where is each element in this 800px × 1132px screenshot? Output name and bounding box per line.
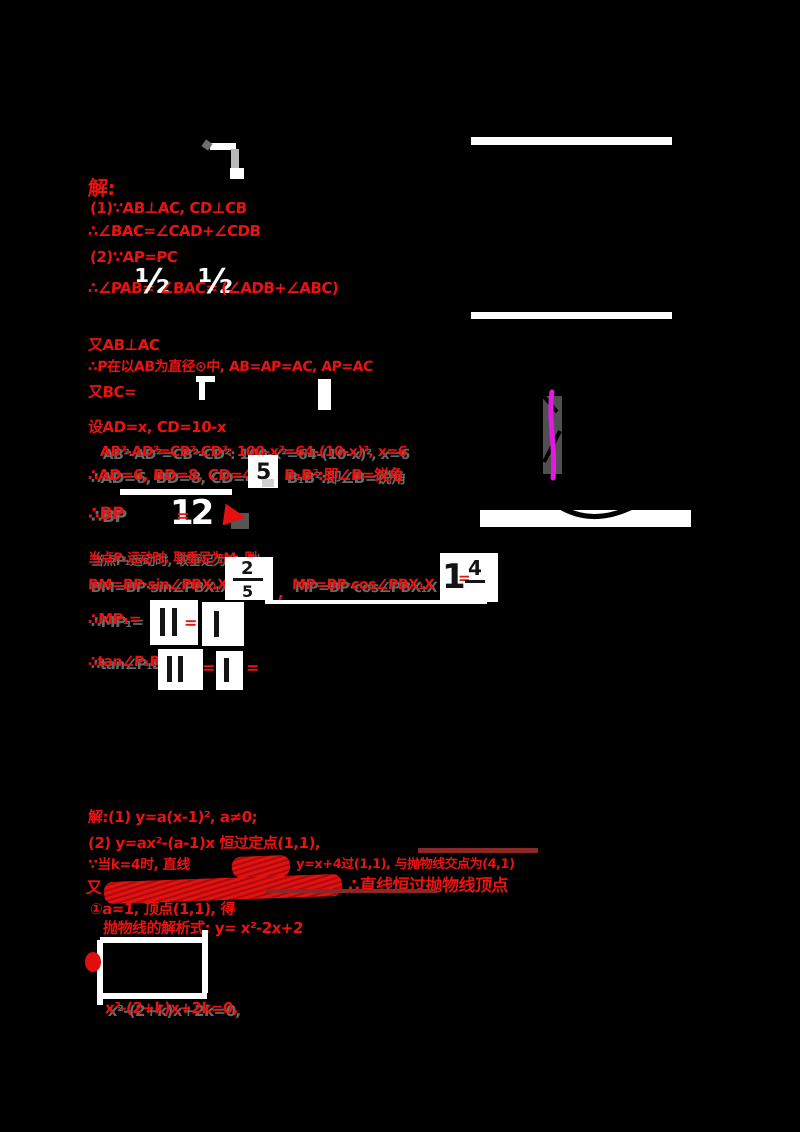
s1-line10b: B₁B²:即∠B=锐角 [283,466,404,484]
s1-line9: 设AD=x, CD=10-x [87,418,227,436]
patch2-left-digit: 1 [442,557,466,597]
white-patch-4 [202,602,244,646]
crossed-out-word [231,854,291,879]
white-box-bottom-edge [100,993,207,999]
maroon-underline-2 [265,889,437,893]
white-box-right-edge [202,930,208,993]
s1-line13a: BM=BP·sin∠PBX₁X= [87,577,240,593]
s2-line4a: 又 [85,878,103,897]
s1-line2: ∴∠BAC=∠CAD+∠CDB [87,222,261,240]
white-bar-middle [471,312,672,319]
s1-line7: 又BC= [87,383,137,401]
white-bracket-horizontal [196,376,215,382]
s1-line14a: ∴MP₁= [87,610,142,628]
s1-line6: ∴P在以AB为直径⊙中, AB=AP=AC, AP=AC [87,359,374,375]
white-fraction-denominator: 12 [170,493,214,533]
red-dot-mark [85,952,101,972]
corrected-value-5: 5 [256,460,272,485]
white-fraction-half-2: ½ [198,262,234,302]
white-fraction-bar-long [120,489,232,495]
white-dash-mark [318,379,331,410]
white-fraction-half-1: ½ [135,262,171,302]
white-patch-6 [216,651,243,690]
white-underline-streak [265,600,487,604]
patch2-fraction-bar [465,580,485,583]
obscured-digit-mark [224,658,229,682]
diagram-corner-vertical-stroke [231,149,239,170]
s2-line2: (2) y=ax²-(a-1)x 恒过定点(1,1), [87,834,321,852]
red-arrowhead [222,503,248,529]
obscured-digit-mark [167,656,172,682]
white-bracket-vertical [199,381,205,400]
white-bar-top [471,137,672,145]
maroon-underline-1 [418,848,538,853]
patch-fraction-bar [233,578,263,581]
s1-line1: (1)∵AB⊥AC, CD⊥CB [89,199,247,217]
s2-line1: 解:(1) y=a(x-1)², a≠0; [87,808,258,826]
s1-line13-comma: , [277,583,285,602]
s1-line11-label: ∴BP [87,504,125,524]
white-patch-5 [158,649,203,690]
s2-line7: x²-(2+k)x+2k=0, [104,999,239,1017]
s1-line11-equals: = [175,506,190,525]
s2-line3a: ∵当k=4时, 直线 [87,857,191,873]
patch-numerator: 2 [241,558,254,579]
white-patch-fraction-4-5: 1 = 4 [440,553,498,602]
s1-line4c: (∠ADB+∠ABC) [220,279,339,297]
obscured-digit-mark [160,608,165,636]
s1-line13b: MP=BP·cos∠PBX₁X [291,577,435,593]
patch-denominator: 5 [242,582,254,601]
s1-line15-equals-2: = [245,658,260,677]
s2-line3b: y=x+4过(1,1), 与抛物线交点为(4,1) [295,857,515,872]
gray-tip-mark [262,479,274,487]
obscured-digit-mark [214,611,219,637]
white-box-top-edge [100,937,208,943]
s2-line5: ①a=1, 顶点(1,1), 得 [89,900,236,918]
obscured-digit-mark [178,656,183,682]
white-bar-lower [480,510,691,527]
diagram-corner-end-blob [230,168,244,179]
s1-line14-equals: = [183,613,198,632]
diagram-corner-top-stroke [210,143,236,150]
white-patch-fraction-2-5: 2 5 [225,557,273,601]
s1-line5: 又AB⊥AC [87,336,160,354]
patch2-numerator: 4 [468,556,482,580]
solution-heading: 解: [87,176,116,200]
black-arc-curve [548,495,650,519]
s1-line15-equals-1: = [201,658,216,677]
obscured-digit-mark [172,608,177,636]
magenta-highlighter-stroke [548,389,557,481]
s1-line10a: ∴AD=6, BD=8, CD=4, [87,466,258,484]
white-patch-3 [150,600,198,645]
arrow-shadow [231,513,249,529]
white-box-left-edge [97,940,103,1005]
